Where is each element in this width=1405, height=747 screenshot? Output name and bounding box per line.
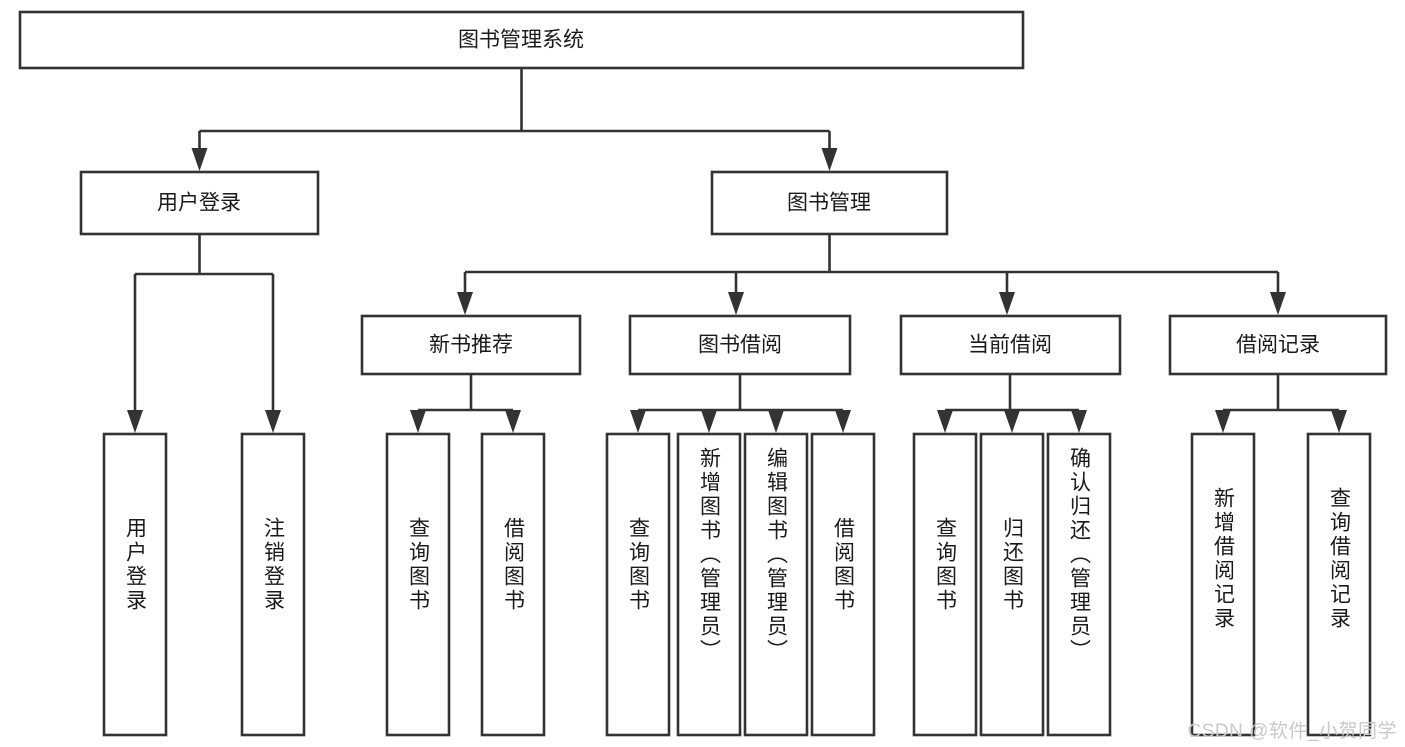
node-box-leaf-query-book-recommend[interactable] [385, 432, 451, 737]
node-box-leaf-confirm-return[interactable] [1046, 432, 1112, 737]
arrow-head-new-book-recommend [457, 292, 473, 315]
node-box-new-book-recommend[interactable] [360, 314, 582, 376]
node-box-leaf-logout[interactable] [240, 432, 306, 737]
node-box-book-borrow[interactable] [628, 314, 852, 376]
node-label-new-book-recommend: 新书推荐 [429, 334, 513, 357]
arrow-head-leaf-query-borrow-record [1331, 410, 1347, 433]
arrow-head-leaf-user-login [127, 410, 143, 433]
arrow-head-leaf-edit-book [768, 410, 784, 433]
arrow-head-leaf-query-book-current [937, 410, 953, 433]
node-label-current-borrow: 当前借阅 [968, 334, 1052, 357]
node-label-book-borrow: 图书借阅 [698, 334, 782, 357]
arrow-head-leaf-borrow-book-recommend [505, 410, 521, 433]
arrow-head-leaf-return-book [1004, 410, 1020, 433]
arrow-head-book-manage [821, 148, 838, 171]
node-layer: 图书管理系统 用户登录 图书管理 新书推荐 图书借阅 当前借阅 借阅记录 [18, 10, 1388, 737]
arrow-head-leaf-confirm-return [1071, 410, 1087, 433]
arrow-head-leaf-query-book-borrow [630, 410, 646, 433]
node-box-borrow-record[interactable] [1168, 314, 1388, 376]
node-box-leaf-add-book[interactable] [676, 432, 742, 737]
csdn-watermark: CSDN @软件_小贺同学 [1187, 721, 1397, 742]
node-box-leaf-query-book-borrow[interactable] [605, 432, 671, 737]
node-box-book-manage[interactable] [710, 170, 949, 236]
node-label-user-login: 用户登录 [157, 192, 241, 215]
node-label-root: 图书管理系统 [458, 29, 584, 52]
node-box-leaf-borrow-book[interactable] [810, 432, 876, 737]
node-box-leaf-return-book[interactable] [979, 432, 1045, 737]
node-label-book-manage: 图书管理 [787, 192, 871, 215]
node-box-leaf-borrow-book-recommend[interactable] [480, 432, 546, 737]
node-box-leaf-query-book-current[interactable] [912, 432, 978, 737]
node-label-borrow-record: 借阅记录 [1236, 334, 1320, 357]
arrow-head-leaf-borrow-book [835, 410, 851, 433]
connector-layer [127, 68, 1347, 433]
node-box-leaf-edit-book[interactable] [743, 432, 809, 737]
node-box-root[interactable] [18, 10, 1025, 70]
arrow-head-user-login [191, 148, 208, 171]
arrow-head-borrow-record [1270, 292, 1286, 315]
node-box-leaf-add-borrow-record[interactable] [1190, 432, 1256, 737]
node-box-leaf-user-login[interactable] [102, 432, 168, 737]
node-box-current-borrow[interactable] [899, 314, 1122, 376]
arrow-head-leaf-query-book-recommend [410, 410, 426, 433]
node-box-leaf-query-borrow-record[interactable] [1306, 432, 1372, 737]
node-box-user-login[interactable] [79, 170, 320, 236]
arrow-head-leaf-add-borrow-record [1215, 410, 1231, 433]
arrow-head-book-borrow [728, 292, 744, 315]
arrow-head-leaf-logout [265, 410, 281, 433]
arrow-head-leaf-add-book [701, 410, 717, 433]
arrow-head-current-borrow [999, 292, 1015, 315]
